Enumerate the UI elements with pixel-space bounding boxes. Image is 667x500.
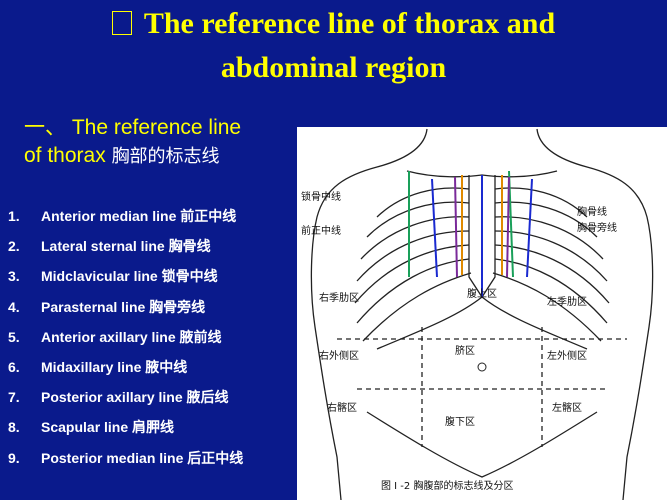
- label-left-hypochondriac: 左季肋区: [547, 295, 587, 308]
- label-left-iliac: 左髂区: [552, 401, 582, 414]
- bullet-square-icon: [111, 11, 132, 35]
- anatomy-figure: 锁骨中线 前正中线 胸骨线 胸骨旁线 右季肋区 左季肋区 腹上区 右外侧区 左外…: [297, 127, 667, 500]
- label-anterior-median: 前正中线: [301, 224, 341, 237]
- list-item: 1.Anterior median line 前正中线: [8, 208, 237, 224]
- list-item: 8.Scapular line 肩胛线: [8, 419, 175, 436]
- list-item: 6.Midaxillary line 腋中线: [8, 358, 188, 375]
- label-hypogastric: 腹下区: [445, 415, 475, 428]
- label-right-hypochondriac: 右季肋区: [319, 291, 359, 304]
- region-dividers: [337, 327, 627, 447]
- slide-title: The reference line of thorax and abdomin…: [0, 2, 667, 90]
- parasternal-line-left: [526, 178, 533, 278]
- list-item: 7.Posterior axillary line 腋后线: [8, 389, 229, 406]
- label-right-iliac: 右髂区: [327, 401, 357, 414]
- section-heading-line-1: 一、 The reference line: [24, 116, 242, 139]
- parasternal-line-right: [431, 178, 438, 278]
- torso-diagram: 锁骨中线 前正中线 胸骨线 胸骨旁线 右季肋区 左季肋区 腹上区 右外侧区 左外…: [301, 128, 654, 500]
- reference-line-list: 1.Anterior median line 前正中线 2.Lateral st…: [8, 206, 298, 478]
- sternal-line-left: [506, 176, 510, 278]
- umbilicus-icon: [477, 362, 487, 372]
- title-line-1: The reference line of thorax and: [143, 7, 556, 40]
- torso-outline: [310, 128, 654, 500]
- label-left-lateral: 左外侧区: [547, 349, 587, 362]
- list-item: 9.Posterior median line 后正中线: [8, 449, 244, 466]
- list-item: 2.Lateral sternal line 胸骨线: [8, 238, 211, 255]
- label-midclavicular: 锁骨中线: [301, 190, 341, 203]
- list-item: 3.Midclavicular line 锁骨中线: [8, 268, 218, 285]
- list-item: 4.Parasternal line 胸骨旁线: [8, 298, 206, 315]
- sternal-line-right: [454, 176, 458, 278]
- label-umbilical: 脐区: [455, 344, 475, 357]
- section-heading-en: of thorax: [24, 144, 106, 167]
- label-epigastric: 腹上区: [467, 287, 497, 300]
- reference-lines: [408, 170, 533, 297]
- title-line-2: abdominal region: [220, 51, 447, 84]
- label-right-lateral: 右外侧区: [319, 349, 359, 362]
- list-item: 5.Anterior axillary line 腋前线: [8, 328, 222, 345]
- figure-caption: 图 I -2 胸腹部的标志线及分区: [381, 479, 513, 492]
- section-heading-zh: 胸部的标志线: [111, 146, 220, 167]
- label-sternal: 胸骨线: [577, 205, 607, 218]
- label-parasternal: 胸骨旁线: [577, 221, 617, 234]
- section-heading: 一、 The reference line of thorax 胸部的标志线: [24, 114, 299, 171]
